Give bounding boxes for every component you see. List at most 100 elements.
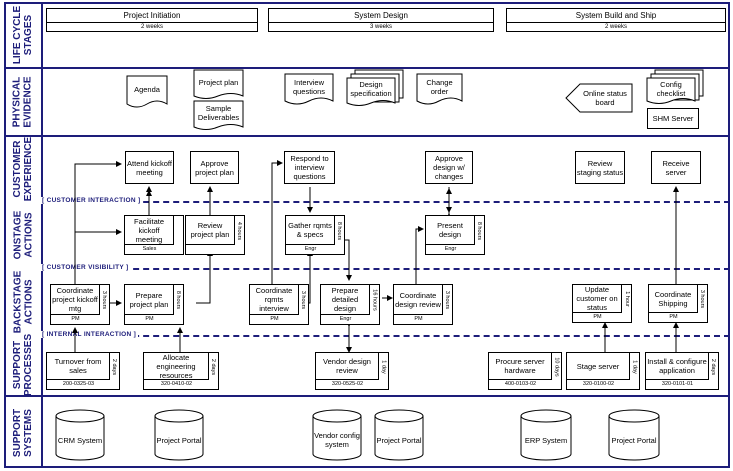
gather-requirements-specs: Gather rqmts & specs Engr 8 hours: [285, 215, 345, 255]
action-text: Coordinate Shipping: [649, 285, 698, 313]
flow-arrow: [196, 250, 213, 304]
stage-name: System Design: [269, 9, 493, 23]
action-text: Prepare project plan: [125, 285, 174, 315]
stage-system-design: System Design 3 weeks: [268, 8, 494, 32]
action-duration: 1 day: [631, 359, 638, 374]
internal-interaction-line: [43, 335, 730, 337]
project-portal-label: Project Portal: [611, 435, 657, 445]
action-duration: 8 hours: [336, 221, 343, 240]
action-text: Vendor design review: [316, 353, 379, 380]
action-text: Gather rqmts & specs: [286, 216, 335, 245]
action-duration: 3 hours: [101, 290, 108, 310]
vendor-config-system-label: Vendor config system: [314, 431, 360, 449]
approve-design-with-changes: Approve design w/ changes: [425, 151, 473, 184]
action-duration: [174, 216, 183, 245]
action-duration: 3 hours: [699, 289, 706, 309]
action-text: Coordinate design review: [394, 285, 443, 315]
action-owner: 200-0325-03: [62, 381, 95, 387]
sample-deliverables-label: Sample Deliverables: [197, 104, 240, 122]
action-owner: PM: [669, 314, 678, 320]
stage-name: Project Initiation: [47, 9, 257, 23]
action-owner: 320-0525-02: [331, 381, 364, 387]
config-checklist-label: Config checklist: [656, 79, 686, 98]
action-owner: PM: [270, 316, 279, 322]
action-duration: 10 days: [553, 356, 560, 377]
flow-arrow: [415, 226, 424, 284]
action-text: Coordinate rqmts interview: [250, 285, 299, 315]
attend-kickoff-meeting: Attend kickoff meeting: [125, 151, 174, 184]
shm-server-box: SHM Server: [647, 108, 699, 129]
action-duration: 3 hours: [444, 290, 451, 310]
lane-separator: [4, 395, 730, 397]
shm-server-label: SHM Server: [652, 114, 694, 123]
action-duration: 1 hour: [623, 291, 630, 307]
coordinate-project-kickoff: Coordinate project kickoff mtg PM 3 hour…: [50, 284, 110, 325]
turnover-from-sales: Turnover from sales 200-0325-03 2 days: [46, 352, 120, 390]
prepare-project-plan: Prepare project plan PM 8 hours: [124, 284, 184, 325]
flow-arrow: [74, 161, 122, 284]
action-owner: 320-0101-01: [661, 381, 694, 387]
action-text: Review project plan: [186, 216, 235, 245]
action-owner: Engr: [444, 246, 457, 252]
action-owner: Engr: [339, 316, 352, 322]
action-owner: 320-0410-02: [160, 381, 193, 387]
project-portal-database: [608, 409, 660, 461]
design-specification-label: Design specification: [350, 80, 392, 98]
action-text: Facilitate kickoff meeting: [125, 216, 174, 245]
online-status-board-label: Online status board: [583, 89, 627, 107]
install-configure-application: Install & configure application 320-0101…: [645, 352, 719, 390]
action-duration: 3 hours: [300, 290, 307, 310]
project-plan-label: Project plan: [198, 77, 239, 87]
action-text: Stage server: [567, 353, 630, 380]
customer-visibility-line: [43, 268, 730, 270]
action-owner: PM: [414, 316, 423, 322]
procure-server-hardware: Procure server hardware 400-0103-02 10 d…: [488, 352, 562, 390]
action-owner: 400-0103-02: [504, 381, 537, 387]
respond-to-interview-questions: Respond to interview questions: [284, 151, 335, 184]
action-text: Turnover from sales: [47, 353, 110, 380]
action-owner: PM: [71, 316, 80, 322]
facilitate-kickoff-meeting: Facilitate kickoff meeting Sales: [124, 215, 184, 255]
coordinate-requirements-interview: Coordinate rqmts interview PM 3 hours: [249, 284, 309, 325]
project-portal-database: [374, 409, 424, 461]
action-duration: 2 days: [710, 358, 717, 375]
online-status-board-display: [565, 83, 633, 113]
stage-server: Stage server 320-0100-02 1 day: [566, 352, 640, 390]
stage-duration: 2 weeks: [140, 24, 163, 30]
action-text: Allocate engineering resources: [144, 353, 209, 380]
review-staging-status: Review staging status: [575, 151, 625, 184]
customer-interaction-label: [ CUSTOMER INTERACTION ]: [40, 197, 143, 204]
prepare-detailed-design: Prepare detailed design Engr 16 hours: [320, 284, 380, 325]
stage-name: System Build and Ship: [507, 9, 725, 23]
agenda-document: [126, 75, 168, 108]
present-design: Present design Engr 8 hours: [425, 215, 485, 255]
vendor-config-system-database: [312, 409, 362, 461]
allocate-engineering-resources: Allocate engineering resources 320-0410-…: [143, 352, 219, 390]
customer-visibility-label: [ CUSTOMER VISIBILITY ]: [40, 264, 131, 271]
interview-questions-label: Interview questions: [292, 78, 326, 96]
project-portal-label: Project Portal: [376, 435, 422, 445]
vendor-design-review: Vendor design review 320-0525-02 1 day: [315, 352, 389, 390]
update-customer-on-status: Update customer on status PM 1 hour: [572, 284, 632, 323]
project-portal-database: [154, 409, 204, 461]
internal-interaction-label: [ INTERNAL INTERACTION ]: [40, 331, 139, 338]
erp-system-database: [520, 409, 572, 461]
action-owner: PM: [593, 314, 602, 320]
design-specification-document: [346, 77, 396, 106]
lane-separator: [4, 135, 730, 137]
project-portal-label: Project Portal: [156, 435, 202, 445]
stage-project-initiation: Project Initiation 2 weeks: [46, 8, 258, 32]
project-plan-document: [193, 69, 244, 99]
action-text: Prepare detailed design: [321, 285, 370, 315]
approve-project-plan: Approve project plan: [190, 151, 239, 184]
erp-system-label: ERP System: [524, 435, 568, 445]
action-owner: 320-0100-02: [582, 381, 615, 387]
change-order-document: [416, 73, 463, 105]
action-text: Update customer on status: [573, 285, 622, 313]
crm-system-database: [55, 409, 105, 461]
action-owner: Sales: [142, 246, 157, 252]
stage-duration: 2 weeks: [604, 24, 627, 30]
lane-separator: [4, 67, 730, 69]
review-project-plan: Review project plan 4 hours: [185, 215, 245, 255]
